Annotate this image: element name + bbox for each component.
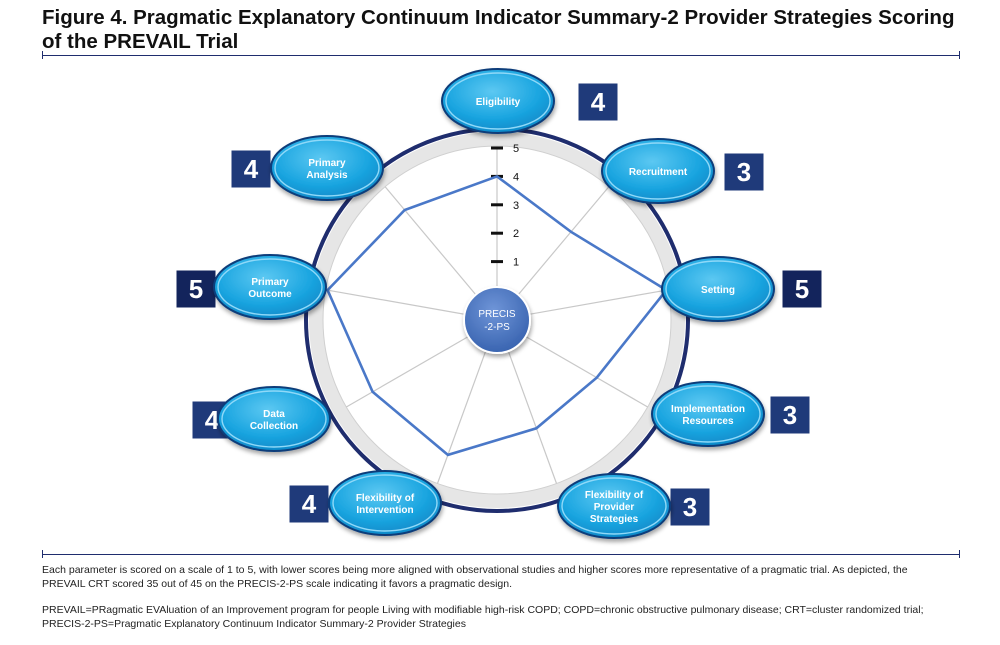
domain-oval-inner-edge [274, 139, 380, 197]
title-divider [42, 51, 960, 59]
domain-oval [601, 138, 715, 204]
domain-label: Recruitment [629, 167, 688, 178]
domain-oval-inner-edge [217, 258, 323, 316]
score-value: 5 [795, 274, 809, 304]
scale-tick-label: 5 [513, 143, 519, 155]
domain-oval-inner-edge [561, 477, 667, 535]
footnote-scoring: Each parameter is scored on a scale of 1… [42, 564, 908, 590]
domain-eligibility: 4 Eligibility [441, 68, 619, 134]
footnote-divider [42, 550, 960, 558]
domain-oval-inner-edge [665, 260, 771, 318]
center-circle [463, 286, 531, 354]
score-value: 4 [244, 154, 259, 184]
domain-oval [328, 470, 442, 536]
domain-oval [441, 68, 555, 134]
domain-oval [213, 254, 327, 320]
domain-label: Primary [308, 158, 346, 169]
domain-label: Resources [682, 416, 734, 427]
domain-label: Flexibility of [356, 493, 415, 504]
score-box [769, 395, 811, 435]
score-value: 5 [189, 274, 203, 304]
score-value: 4 [205, 405, 220, 435]
domain-oval-inner-edge [605, 142, 711, 200]
score-box [288, 484, 330, 524]
domain-setting: 5 Setting [661, 256, 823, 322]
domain-labels: 4Eligibility3Recruitment5Setting3Impleme… [175, 68, 823, 539]
scale-tick-label: 4 [513, 171, 519, 183]
domain-oval-inner-edge [332, 474, 438, 532]
center-hub: PRECIS -2-PS [463, 286, 531, 354]
score-value: 4 [591, 87, 606, 117]
scale-tick-label: 3 [513, 200, 519, 212]
domain-oval [557, 473, 671, 539]
score-value: 3 [683, 492, 697, 522]
domain-oval [270, 135, 384, 201]
domain-label: Provider [594, 502, 635, 513]
domain-label: Eligibility [476, 97, 521, 108]
score-box [781, 269, 823, 309]
score-value: 4 [302, 489, 317, 519]
domain-label: Strategies [590, 514, 639, 525]
score-value: 3 [737, 157, 751, 187]
score-polygon [326, 174, 669, 457]
score-box [669, 487, 711, 527]
scale-tick-label: 1 [513, 257, 519, 269]
domain-label: Collection [250, 421, 298, 432]
domain-label: Flexibility of [585, 490, 644, 501]
domain-label: Data [263, 409, 285, 420]
domain-label: Primary [251, 277, 289, 288]
domain-recruitment: 3 Recruitment [601, 138, 765, 204]
footnote-abbreviations: PREVAIL=PRagmatic EVAluation of an Impro… [42, 604, 924, 630]
domain-oval-inner-edge [221, 390, 327, 448]
score-box [230, 149, 272, 189]
domain-oval-inner-edge [445, 72, 551, 130]
center-label: PRECIS [478, 309, 516, 320]
domain-label: Intervention [356, 505, 413, 516]
score-outline [326, 174, 669, 457]
ring-gray-band [309, 132, 685, 508]
scale-tick-label: 2 [513, 228, 519, 240]
domain-oval [661, 256, 775, 322]
domain-label: Outcome [248, 289, 292, 300]
score-box [175, 269, 217, 309]
score-box [723, 152, 765, 192]
domain-label: Setting [701, 285, 735, 296]
center-label: -2-PS [484, 322, 510, 333]
domain-label: Implementation [671, 404, 745, 415]
score-box [577, 82, 619, 122]
score-scale: 1 2 3 4 5 [491, 143, 519, 269]
score-value: 3 [783, 400, 797, 430]
domain-oval [217, 386, 331, 452]
domain-oval [651, 381, 765, 447]
domain-label: Analysis [306, 170, 348, 181]
domain-oval-inner-edge [655, 385, 761, 443]
figure-title: Figure 4. Pragmatic Explanatory Continuu… [42, 6, 955, 53]
